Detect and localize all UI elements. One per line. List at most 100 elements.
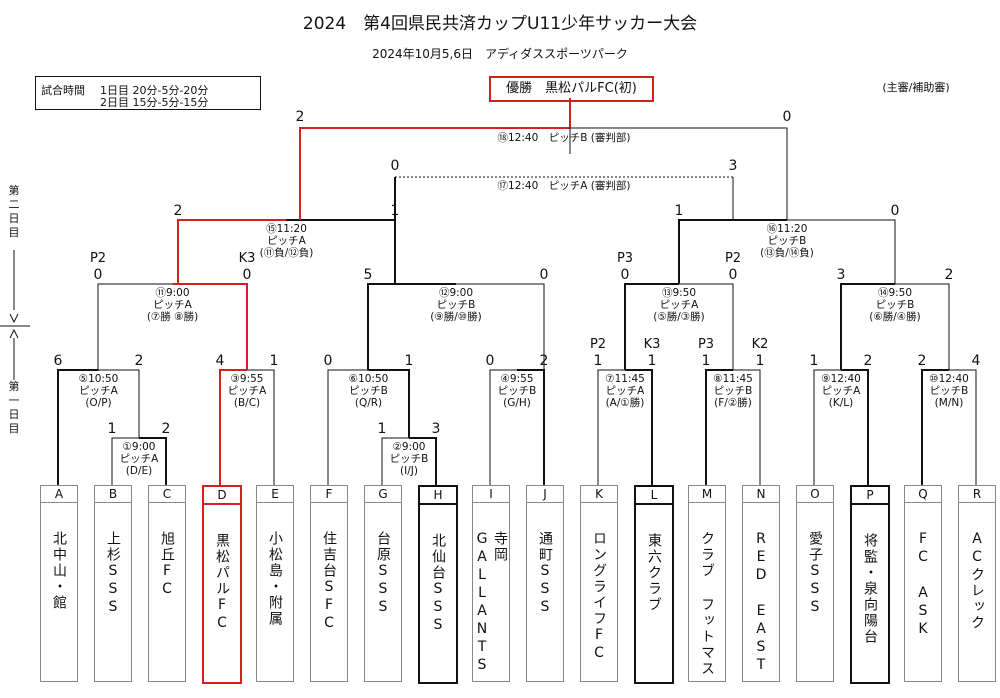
score-m11-right: 0: [242, 267, 252, 283]
team-letter: P: [852, 487, 888, 505]
score-m6-right: 1: [404, 353, 414, 369]
team-name: ACクレック: [969, 531, 985, 631]
score-m13-left: 0: [620, 267, 630, 283]
team-name: 黒松パルFC: [214, 533, 230, 633]
score-m11-left: 0: [93, 267, 103, 283]
bracket-line-m2-right: [409, 437, 437, 485]
pk-m8-right: K2: [751, 337, 769, 352]
bracket-line-m11-left: [97, 283, 173, 370]
match-info-line: ⑧11:45: [713, 373, 753, 385]
bracket-line-m6-right: [368, 369, 410, 438]
match-info-line: (A/①勝): [605, 397, 645, 409]
match-info-line: ピッチA: [821, 385, 861, 397]
match-info-line: (⑥勝/④勝): [869, 311, 921, 323]
team-letter: G: [365, 486, 401, 503]
team-letter: L: [636, 487, 672, 505]
match-info-line: (O/P): [85, 397, 112, 409]
team-name: 台原SSS: [375, 531, 391, 617]
team-letter: I: [473, 486, 509, 503]
score-m18-right: 0: [782, 109, 792, 125]
team-box-a: A 北中山・館: [40, 485, 78, 682]
match-info-line: ピッチA: [659, 299, 699, 311]
score-m3-left: 4: [215, 353, 225, 369]
match-info-line: ③9:55: [230, 373, 264, 385]
score-m13-right: 0: [728, 267, 738, 283]
score-m1-left: 1: [107, 421, 117, 437]
team-name: 東六クラブ: [646, 533, 662, 613]
bracket-line-m3-right: [247, 369, 275, 485]
bracket-line-m13-left: [624, 283, 679, 370]
score-m17-right: 3: [728, 158, 738, 174]
score-m6-left: 0: [323, 353, 333, 369]
bracket-line-m18-left: [299, 127, 570, 220]
team-letter: D: [204, 487, 240, 505]
match-info-line: ピッチB: [713, 385, 753, 397]
score-m1-right: 2: [161, 421, 171, 437]
match-info-line: ピッチB: [767, 235, 807, 247]
match-info-line: (I/J): [400, 465, 418, 477]
day2-label: 第二日目: [8, 184, 20, 239]
bracket-line-m2-left: [381, 437, 409, 485]
match-info-line: (⑨勝/⑩勝): [430, 311, 482, 323]
bracket-line-m16-right: [787, 219, 896, 284]
score-m15-right: 1: [390, 203, 400, 219]
bracket-line-m12-right: [456, 283, 545, 370]
team-letter: A: [41, 486, 77, 503]
match-info-line: ⑪9:00: [155, 287, 190, 299]
pk-m11-left: P2: [89, 251, 107, 266]
team-letter: E: [257, 486, 293, 503]
score-m7-left: 1: [593, 353, 603, 369]
match-info-line: ②9:00: [392, 441, 426, 453]
match-time-label: 試合時間: [41, 84, 85, 97]
score-m16-right: 0: [890, 203, 900, 219]
team-name: 旭丘FC: [159, 531, 175, 599]
pk-m7-right: K3: [643, 337, 661, 352]
day-divider-arrow-down: [9, 313, 19, 324]
score-m2-left: 1: [377, 421, 387, 437]
match-info-line: ピッチB: [349, 385, 388, 397]
bracket-line-m3-left: [219, 369, 247, 485]
score-m9-right: 2: [863, 353, 873, 369]
score-m4-right: 2: [539, 353, 549, 369]
team-letter: C: [149, 486, 185, 503]
match-info-line: ピッチA: [227, 385, 267, 397]
match-info-line: (⑤勝/③勝): [653, 311, 705, 323]
bracket-line-m14-right: [895, 283, 950, 370]
page-title: 2024 第4回県民共済カップU11少年サッカー大会: [302, 14, 698, 34]
bracket-line-m16-left: [678, 219, 787, 284]
match-info-m18: ⑱12:40 ピッチB (審判部): [497, 132, 631, 144]
day1-label: 第一日目: [8, 380, 20, 435]
team-letter: M: [689, 486, 725, 503]
score-m5-right: 2: [134, 353, 144, 369]
match-info-line: ①9:00: [122, 441, 156, 453]
team-letter: Q: [905, 486, 941, 503]
team-box-c: C 旭丘FC: [148, 485, 186, 682]
score-m2-right: 3: [431, 421, 441, 437]
team-name: 愛子SSS: [807, 531, 823, 617]
team-name: FC ASK: [915, 531, 931, 639]
match-info-line: ピッチB: [875, 299, 915, 311]
match-info-line: (K/L): [828, 397, 854, 409]
match-info-line: ⑯11:20: [766, 223, 808, 235]
score-m18-left: 2: [295, 109, 305, 125]
bracket-line-m8-left: [705, 369, 733, 485]
score-m8-right: 1: [755, 353, 765, 369]
match-info-line: (⑪負/⑫負): [259, 247, 314, 259]
team-name: 北中山・館: [51, 531, 67, 611]
bracket-line-m5-right: [98, 369, 140, 438]
match-info-line: ピッチB: [497, 385, 537, 397]
score-m4-left: 0: [485, 353, 495, 369]
